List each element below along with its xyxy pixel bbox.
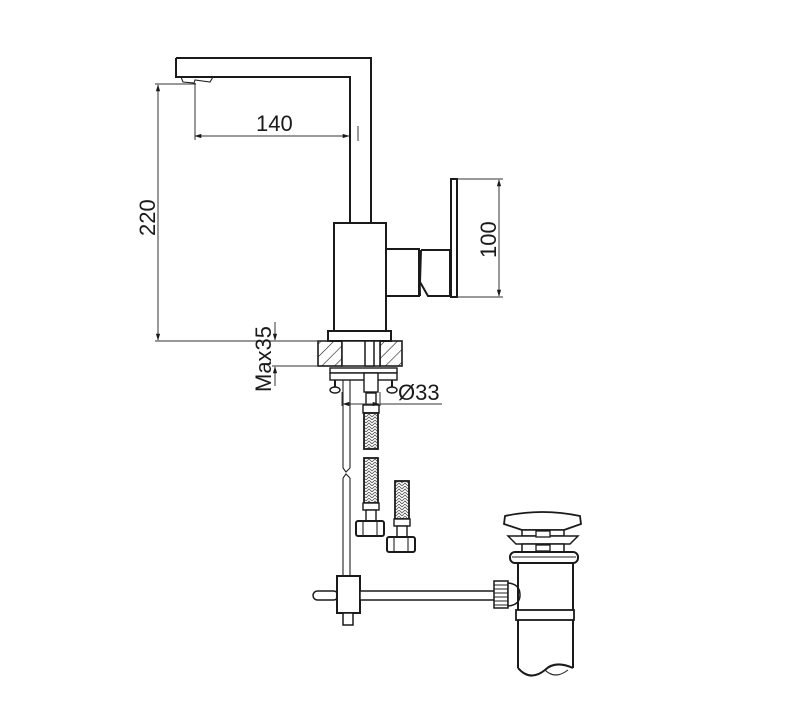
- mounting-nut: [329, 367, 398, 394]
- handle-height-label: 100: [476, 221, 501, 258]
- flexible-hoses: [342, 380, 416, 580]
- spout-reach-label: 140: [256, 111, 293, 136]
- mixer-body: [327, 222, 392, 342]
- lever-handle: [385, 178, 458, 298]
- spout: [175, 57, 372, 223]
- pull-rod: [312, 575, 521, 626]
- deck-section: [317, 340, 403, 367]
- deck-thickness-label: Max35: [251, 326, 276, 392]
- hole-diameter-label: Ø33: [398, 380, 440, 405]
- pop-up-waste: [503, 511, 582, 677]
- dimension-handle-height: 100: [457, 178, 503, 298]
- dimension-deck-thickness: Max35: [251, 322, 318, 392]
- dimension-spout-reach: 140: [194, 83, 359, 141]
- spout-height-label: 220: [135, 199, 160, 236]
- dimension-spout-height: 220: [135, 83, 330, 342]
- dimension-hole-diameter: Ø33: [341, 380, 442, 407]
